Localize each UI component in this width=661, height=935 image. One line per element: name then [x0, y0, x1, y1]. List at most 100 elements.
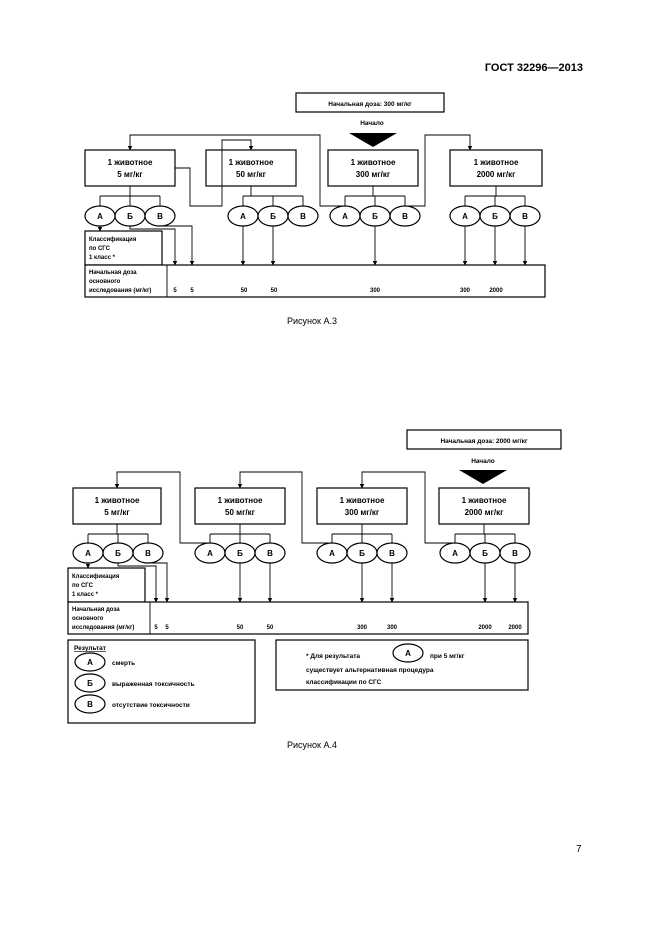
doses-label-line2: основного [72, 616, 104, 622]
outcome-a-label: А [240, 212, 246, 221]
dose-value: 300 [370, 288, 381, 294]
outcome-a-label: А [329, 549, 335, 558]
animal-box-300 [327, 149, 419, 187]
outcome-b-label: Б [492, 212, 498, 221]
figure-a3: Начальная доза: 300 мг/кг Начало 1 живот… [84, 92, 546, 298]
outcome-a-label: А [452, 549, 458, 558]
animal-box-50-line2: 50 мг/кг [236, 170, 267, 179]
outcome-a-label: А [207, 549, 213, 558]
footnote: * Для результата А при 5 мг/кг существуе… [275, 639, 529, 691]
animal-box-2000-line2: 2000 мг/кг [465, 508, 504, 517]
legend: Результат А смерть Б выраженная токсично… [67, 639, 256, 724]
animal-box-300-line1: 1 животное [340, 496, 385, 505]
animal-box-50 [205, 149, 297, 187]
animal-box-50-line2: 50 мг/кг [225, 508, 256, 517]
classification-box [67, 567, 146, 603]
dose-value: 300 [387, 625, 398, 631]
outcome-v-label: В [512, 549, 518, 558]
page-number: 7 [576, 844, 582, 855]
dose-row [84, 264, 546, 298]
legend-item-text: смерть [112, 660, 135, 667]
footnote-line3: классификации по СГС [306, 679, 382, 686]
standard-header: ГОСТ 32296—2013 [484, 62, 583, 74]
figure-a4: Начальная доза: 2000 мг/кг Начало 1 живо… [67, 429, 562, 635]
legend-symbol-a-label: А [87, 658, 93, 667]
animal-box-300-line1: 1 животное [351, 158, 396, 167]
dose-value: 50 [241, 288, 248, 294]
dose-value: 50 [271, 288, 278, 294]
outcome-v-label: В [389, 549, 395, 558]
legend-symbol-v [74, 694, 106, 714]
legend-symbol-b-label: Б [87, 679, 93, 688]
dose-row [67, 601, 529, 635]
animal-box-300 [316, 487, 408, 525]
dose-value: 5 [154, 625, 158, 631]
dose-value: 2000 [478, 625, 492, 631]
animal-box-5-line2: 5 мг/кг [117, 170, 143, 179]
dose-value: 2000 [489, 288, 503, 294]
start-arrow [349, 133, 397, 147]
start-arrow [459, 470, 507, 484]
outcome-b-label: Б [270, 212, 276, 221]
classification-line2: по СГС [89, 246, 111, 252]
legend-title: Результат [74, 645, 106, 652]
doses-label-line1: Начальная доза [89, 270, 137, 276]
outcome-v-label: В [402, 212, 408, 221]
dose-value: 5 [173, 288, 177, 294]
dose-value: 5 [165, 625, 169, 631]
doses-label-line1: Начальная доза [72, 607, 120, 613]
outcome-v-label: В [522, 212, 528, 221]
dose-value: 300 [357, 625, 368, 631]
animal-box-5 [84, 149, 176, 187]
figure-a4-caption: Рисунок А.4 [287, 740, 337, 750]
outcome-v [287, 205, 319, 227]
footnote-symbol-label: А [405, 649, 411, 658]
dose-value: 2000 [508, 625, 522, 631]
outcome-b-label: Б [127, 212, 133, 221]
outcome-a-label: А [85, 549, 91, 558]
footnote-line1-pre: * Для результата [306, 653, 360, 660]
start-dose-label: Начальная доза: 2000 мг/кг [440, 438, 527, 445]
animal-box-50-line1: 1 животное [229, 158, 274, 167]
outcome-v-label: В [145, 549, 151, 558]
animal-box-2000-line2: 2000 мг/кг [477, 170, 516, 179]
doses-label-line2: основного [89, 279, 121, 285]
classification-line1: Классификация [89, 236, 137, 243]
animal-box-2000 [449, 149, 543, 187]
outcome-v-label: В [300, 212, 306, 221]
start-dose-box [406, 429, 562, 450]
outcome-v-label: В [157, 212, 163, 221]
figure-a3-caption: Рисунок А.3 [287, 316, 337, 326]
animal-box-2000 [438, 487, 530, 525]
legend-symbol-a [74, 652, 106, 672]
legend-symbol-v-label: В [87, 700, 93, 709]
dose-value: 5 [190, 288, 194, 294]
footnote-line1-post: при 5 мг/кг [430, 653, 465, 660]
animal-box-2000-line1: 1 животное [462, 496, 507, 505]
classification-line3: 1 класс * [72, 592, 99, 598]
doses-label-line3: исследования (мг/кг) [72, 625, 134, 631]
outcome-b-label: Б [115, 549, 121, 558]
dose-value: 50 [267, 625, 274, 631]
animal-box-5-line2: 5 мг/кг [104, 508, 130, 517]
outcome-a-label: А [97, 212, 103, 221]
classification-line2: по СГС [72, 583, 94, 589]
dose-value: 50 [237, 625, 244, 631]
outcome-a-label: А [462, 212, 468, 221]
animal-box-300-line2: 300 мг/кг [356, 170, 391, 179]
dose-value: 300 [460, 288, 471, 294]
start-dose-box [295, 92, 445, 113]
legend-item-text: выраженная токсичность [112, 681, 195, 688]
legend-item-text: отсутствие токсичности [112, 702, 190, 709]
animal-box-50-line1: 1 животное [218, 496, 263, 505]
animal-box-300-line2: 300 мг/кг [345, 508, 380, 517]
outcome-b-label: Б [482, 549, 488, 558]
animal-box-5 [72, 487, 162, 525]
start-label: Начало [360, 120, 384, 127]
legend-symbol-b [74, 673, 106, 693]
start-dose-label: Начальная доза: 300 мг/кг [328, 101, 412, 108]
outcome-a-label: А [342, 212, 348, 221]
animal-box-5-line1: 1 животное [108, 158, 153, 167]
outcome-v-label: В [267, 549, 273, 558]
